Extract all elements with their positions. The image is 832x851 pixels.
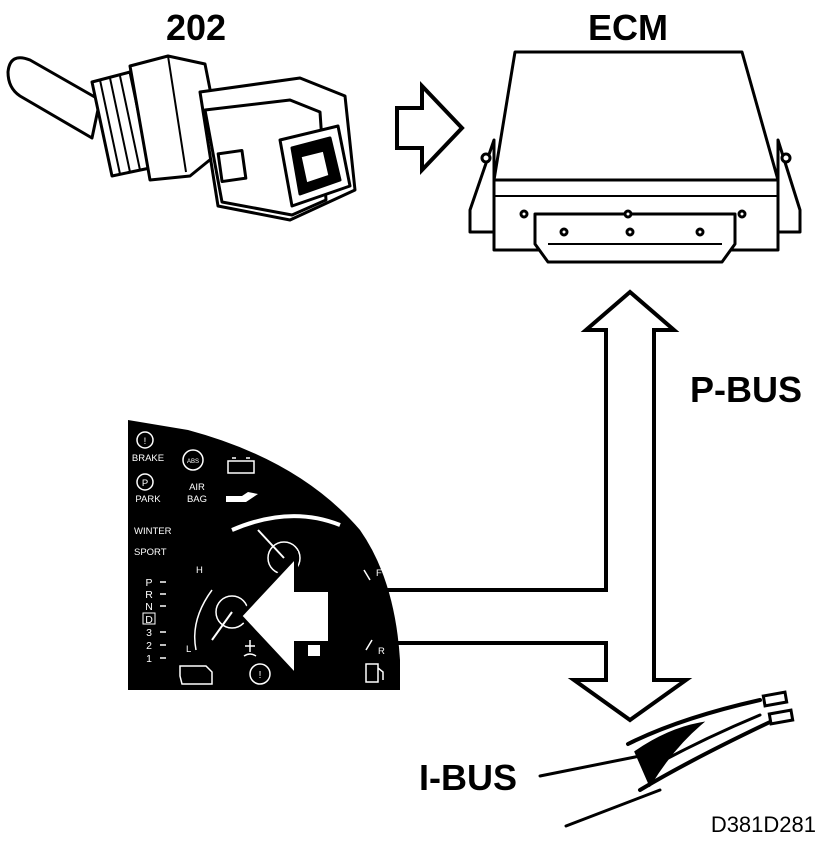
- gear-n: N: [145, 601, 153, 613]
- sport-label: SPORT: [134, 547, 167, 558]
- temp-low-label: L: [186, 644, 191, 655]
- gear-d: D: [145, 614, 153, 626]
- ecm-unit: [468, 50, 802, 264]
- gear-p: P: [145, 577, 152, 589]
- winter-label: WINTER: [134, 526, 172, 537]
- sensor-label: 202: [166, 7, 226, 48]
- oil-pressure-icon: [226, 492, 258, 502]
- bus-arrowhead: [237, 550, 332, 682]
- instrument-cluster: ! BRAKE P PARK ABS AIR BAG WINTER SPORT …: [128, 420, 400, 690]
- airbag-label-2: BAG: [187, 494, 207, 505]
- service-icon: [249, 663, 271, 685]
- abs-warning-icon: [182, 449, 204, 471]
- park-warning-icon: [136, 473, 154, 491]
- brake-label: BRAKE: [132, 453, 164, 464]
- gear-1: 1: [146, 653, 152, 665]
- fuel-reserve-label: R: [378, 646, 385, 657]
- fuel-pump-icon: [365, 663, 384, 683]
- arrow-right-icon: [395, 81, 465, 175]
- ibus-label: I-BUS: [419, 757, 517, 798]
- gear-3: 3: [146, 627, 152, 639]
- svg-text:!: !: [259, 670, 262, 681]
- bus-cable: [538, 690, 795, 828]
- sensor-202: [6, 54, 357, 222]
- svg-text:ABS: ABS: [187, 459, 199, 465]
- airbag-label-1: AIR: [189, 482, 205, 493]
- temp-needle: [211, 611, 233, 641]
- pbus-label: P-BUS: [690, 369, 802, 410]
- speedo-needle: [257, 529, 285, 559]
- gear-2: 2: [146, 640, 152, 652]
- ecm-label: ECM: [588, 7, 668, 48]
- brake-warning-icon: [136, 431, 154, 449]
- svg-text:P: P: [142, 478, 148, 489]
- temp-high-label: H: [196, 565, 203, 576]
- indicator-lamp: [308, 644, 320, 656]
- figure-code: D381D281: [711, 812, 816, 837]
- battery-icon: [227, 457, 255, 474]
- gear-indicator: P R N D 3 2 1: [142, 577, 166, 665]
- svg-text:!: !: [144, 436, 147, 447]
- check-engine-icon: [179, 665, 213, 685]
- gear-r: R: [145, 589, 153, 601]
- fuel-full-label: F: [376, 568, 382, 579]
- coolant-icon: [243, 640, 257, 657]
- park-label: PARK: [135, 494, 161, 505]
